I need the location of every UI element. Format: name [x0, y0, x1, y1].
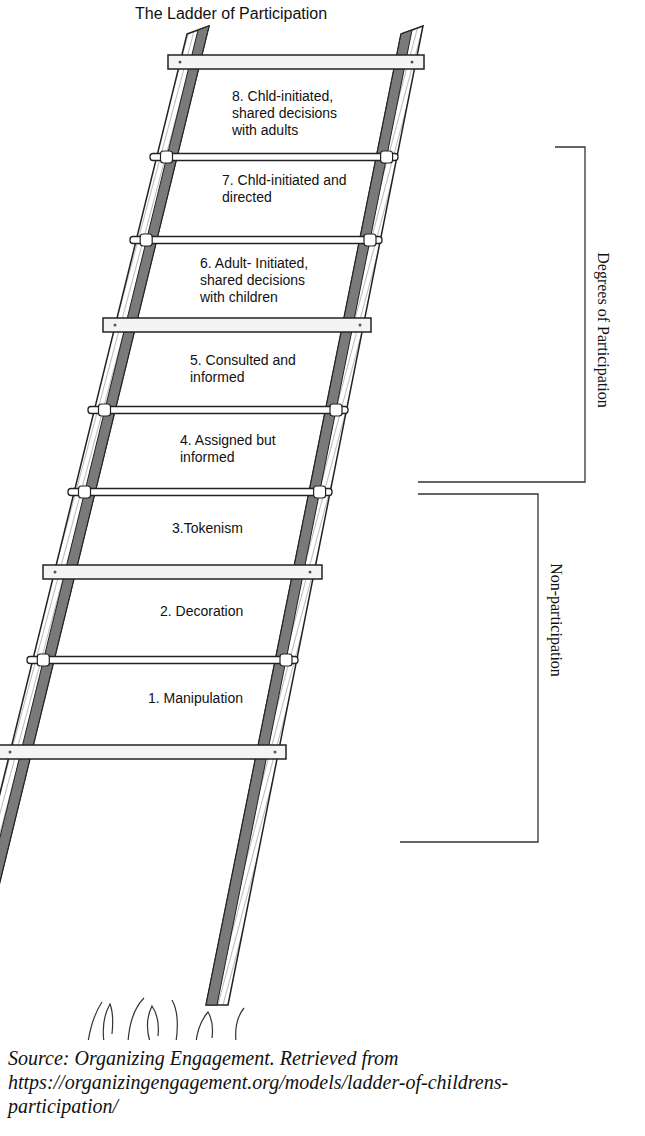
rope-lashing: [280, 654, 292, 666]
ladder-rung: [68, 489, 332, 496]
rung-label-holder: 8. Chld-initiated, shared decisions with…: [232, 88, 357, 139]
board-nail: [114, 324, 117, 327]
rung-label: 1. Manipulation: [148, 690, 273, 707]
grass-stroke: [196, 1012, 213, 1042]
board-nail: [309, 571, 312, 574]
ladder-board: [43, 565, 322, 579]
board-nail: [9, 751, 12, 754]
bracket-label-holder: Non-participation: [547, 563, 565, 677]
rope-lashing: [161, 151, 173, 163]
rung-label: 4. Assigned but informed: [180, 432, 305, 466]
grass-stroke: [172, 1000, 177, 1042]
rung-label-holder: 6. Adult- Initiated, shared decisions wi…: [200, 255, 325, 306]
rail-shade: [206, 30, 412, 1005]
board-nail: [359, 324, 362, 327]
rung-label-holder: 5. Consulted and informed: [190, 352, 315, 386]
rope-lashing: [99, 404, 111, 416]
rope-lashing: [381, 151, 393, 163]
rung-label-holder: 3.Tokenism: [172, 520, 297, 537]
rope-lashing: [314, 486, 326, 498]
title-holder: The Ladder of Participation: [135, 4, 327, 23]
bracket-label: Non-participation: [547, 563, 565, 677]
board-nail: [274, 751, 277, 754]
diagram-title: The Ladder of Participation: [135, 4, 327, 23]
rung-label-holder: 1. Manipulation: [148, 690, 273, 707]
grass-stroke: [103, 1004, 112, 1042]
bracket-label-holder: Degrees of Participation: [594, 252, 612, 408]
board-nail: [54, 571, 57, 574]
grass-stroke: [147, 1006, 158, 1042]
ladder-board: [168, 55, 424, 69]
bracket-label: Degrees of Participation: [594, 252, 612, 408]
rope-lashing: [37, 654, 49, 666]
rung-label: 5. Consulted and informed: [190, 352, 315, 386]
rung-label: 3.Tokenism: [172, 520, 297, 537]
source-caption: Source: Organizing Engagement. Retrieved…: [8, 1046, 556, 1118]
board-nail: [411, 61, 414, 64]
ladder-rung: [130, 237, 382, 244]
ladder-board: [0, 745, 286, 759]
rung-label: 8. Chld-initiated, shared decisions with…: [232, 88, 357, 139]
rail-shade: [0, 26, 209, 1000]
bracket: [418, 147, 585, 482]
board-nail: [179, 61, 182, 64]
rope-lashing: [140, 234, 152, 246]
ladder-rail: [206, 26, 423, 1005]
ladder-rung: [27, 657, 298, 664]
rung-label: 7. Chld-initiated and directed: [222, 172, 347, 206]
ladder-rung: [150, 154, 398, 161]
rope-lashing: [364, 234, 376, 246]
rung-label: 6. Adult- Initiated, shared decisions wi…: [200, 255, 325, 306]
ladder-rail: [0, 26, 209, 1000]
grass-stroke: [236, 1008, 244, 1042]
rung-label-holder: 2. Decoration: [160, 603, 285, 620]
grass-stroke: [128, 998, 144, 1042]
ladder-rung: [88, 407, 348, 414]
rung-label: 2. Decoration: [160, 603, 285, 620]
grass-stroke: [88, 1002, 102, 1042]
rung-label-holder: 7. Chld-initiated and directed: [222, 172, 347, 206]
ladder-board: [103, 318, 371, 332]
caption-holder: Source: Organizing Engagement. Retrieved…: [8, 1046, 556, 1118]
rope-lashing: [330, 404, 342, 416]
rung-label-holder: 4. Assigned but informed: [180, 432, 305, 466]
bracket: [400, 494, 538, 842]
caption-ground: [0, 1040, 565, 1136]
rope-lashing: [79, 486, 91, 498]
